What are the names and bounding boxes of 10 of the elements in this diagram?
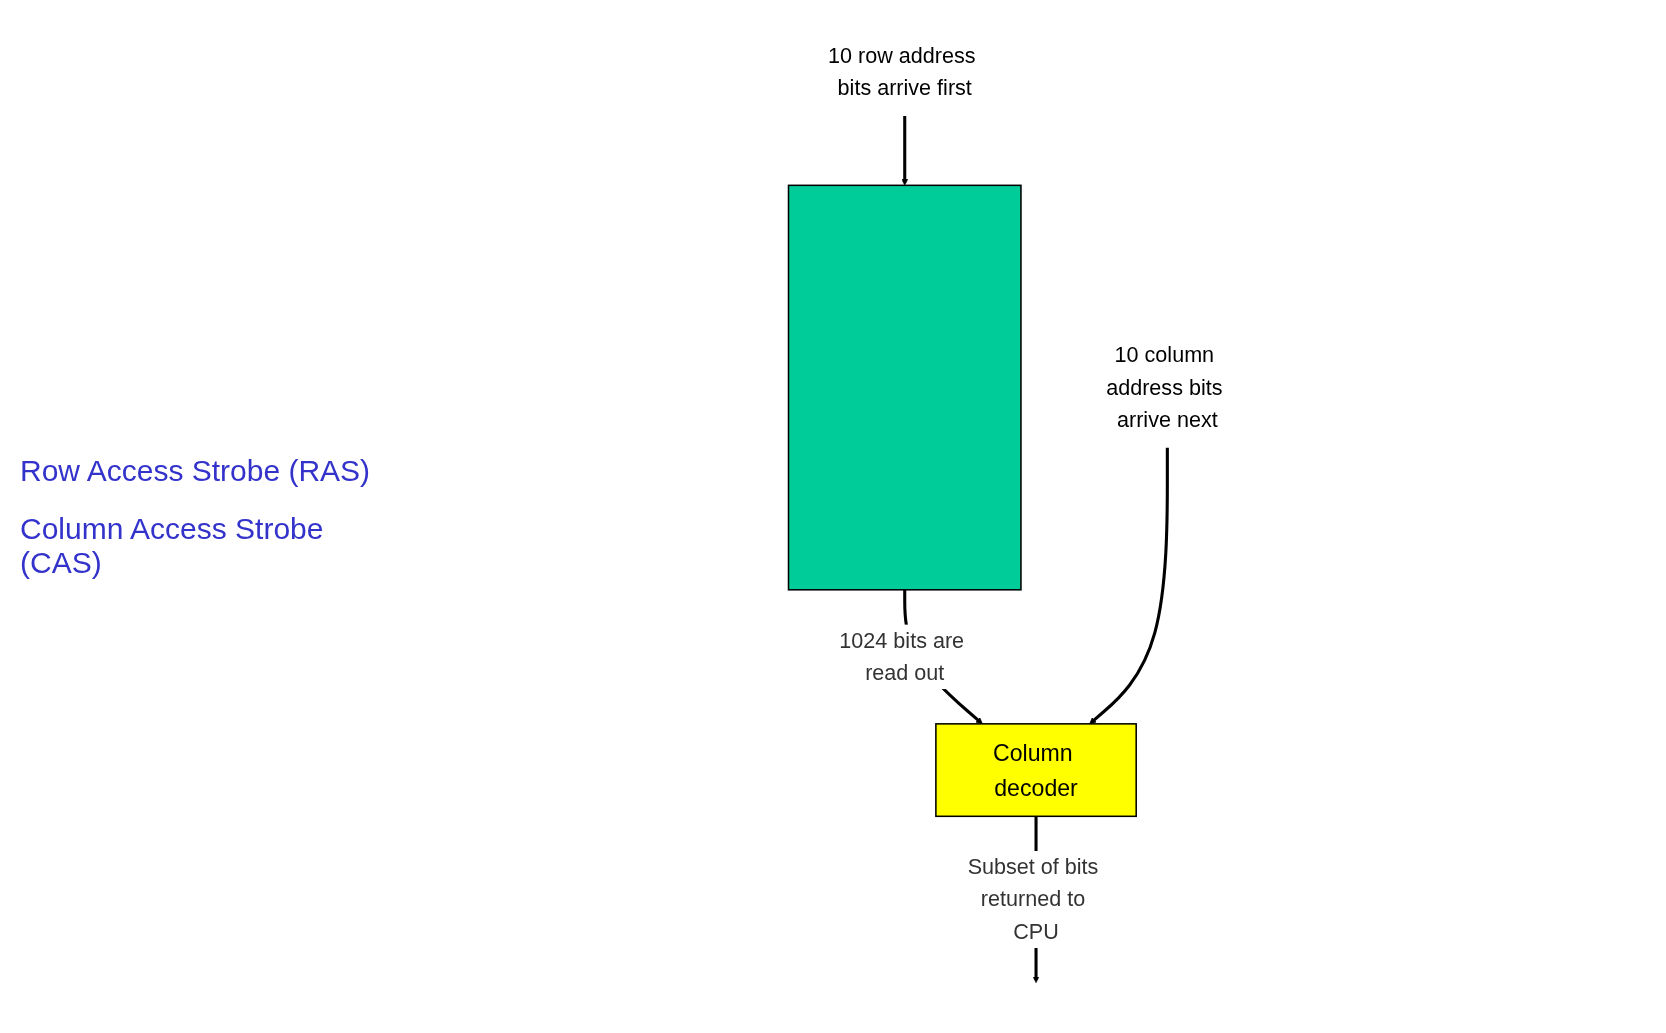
arrow bbox=[1089, 447, 1169, 724]
node-box: Column decoder bbox=[935, 722, 1137, 817]
edge-label: 1024 bits are read out bbox=[839, 627, 965, 685]
edge-label: Subset of bits returned to CPU bbox=[967, 854, 1099, 943]
node-text: 10 column address bits arrive next bbox=[1106, 342, 1223, 431]
node-text: 10 row address bits arrive first bbox=[827, 43, 976, 100]
node-box bbox=[787, 184, 1022, 591]
arrow bbox=[901, 115, 909, 186]
signal-name: Row Access Strobe (RAS) bbox=[20, 453, 372, 488]
signal-name: Column Access Strobe (CAS) bbox=[20, 511, 325, 580]
